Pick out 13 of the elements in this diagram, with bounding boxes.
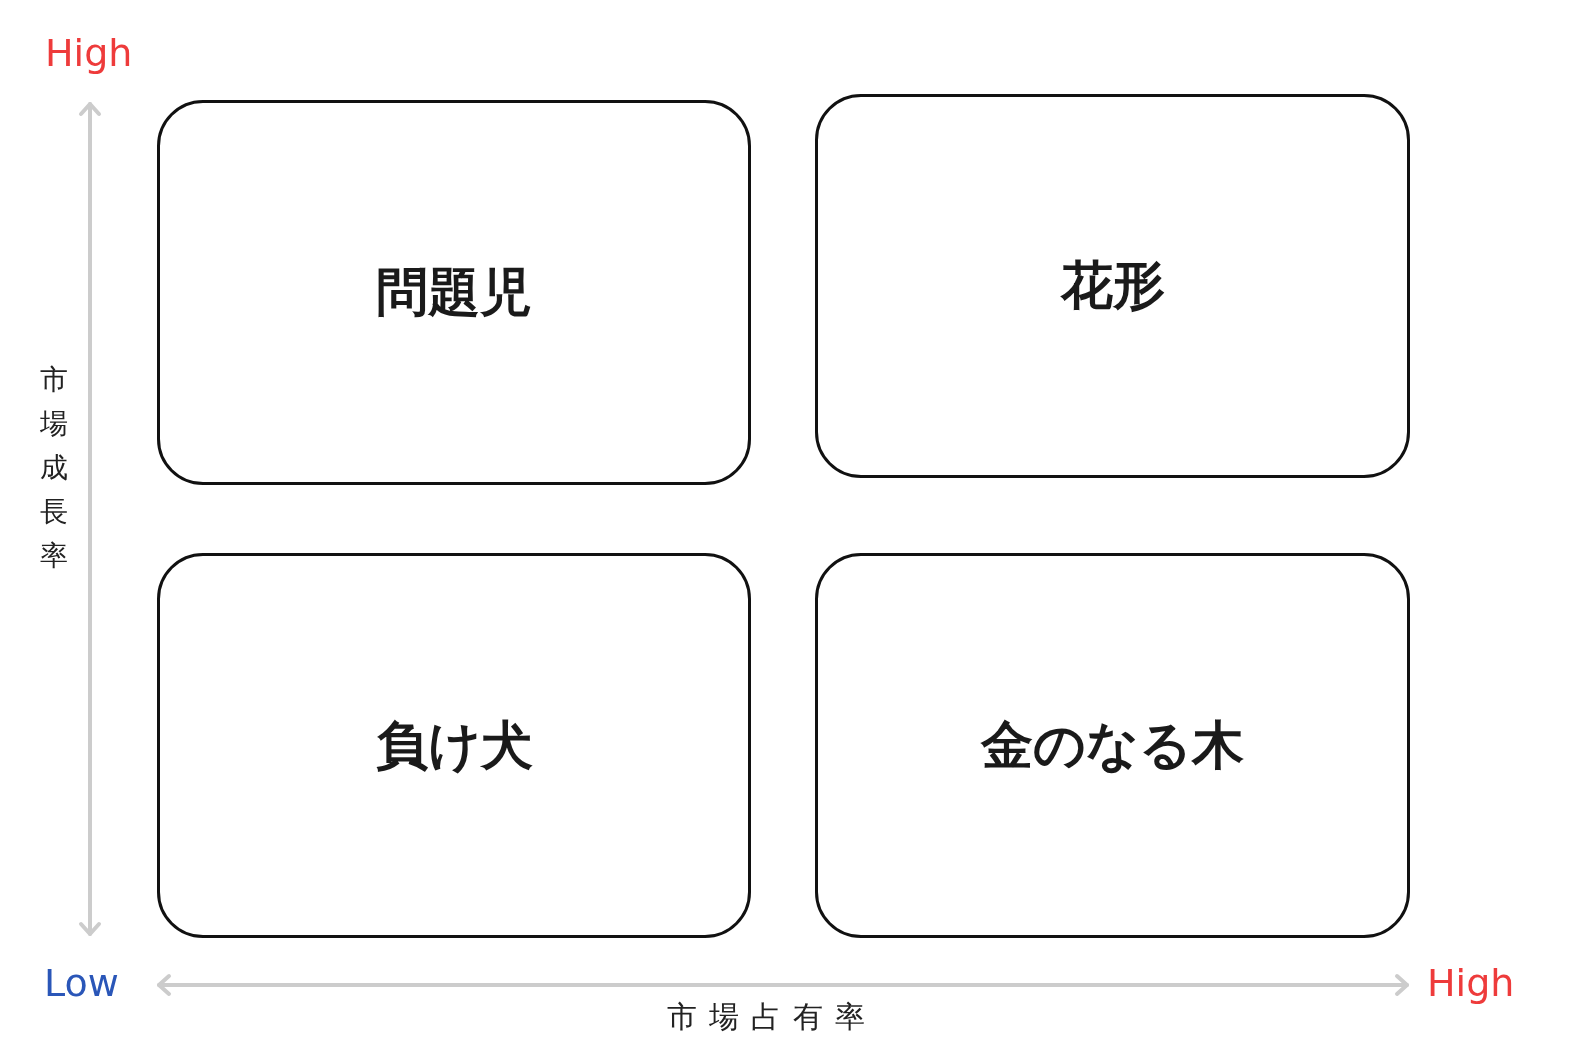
quadrant-title: 負け犬 (375, 716, 533, 775)
quadrant-box (157, 100, 751, 485)
axis-end-label: High (1427, 964, 1515, 1002)
quadrant-title: 金のなる木 (981, 716, 1244, 775)
quadrant-title: 問題児 (376, 263, 532, 322)
quadrant-box (815, 553, 1410, 938)
quadrant-title: 花形 (1060, 257, 1165, 315)
axis-end-label: High (45, 34, 133, 72)
quadrant-box (157, 553, 751, 938)
quadrant-box (815, 94, 1410, 478)
axis-end-label: Low (44, 964, 119, 1002)
axis-title: 市場占有率 (667, 1002, 877, 1032)
axis-title: 市場成長率 (39, 362, 69, 574)
